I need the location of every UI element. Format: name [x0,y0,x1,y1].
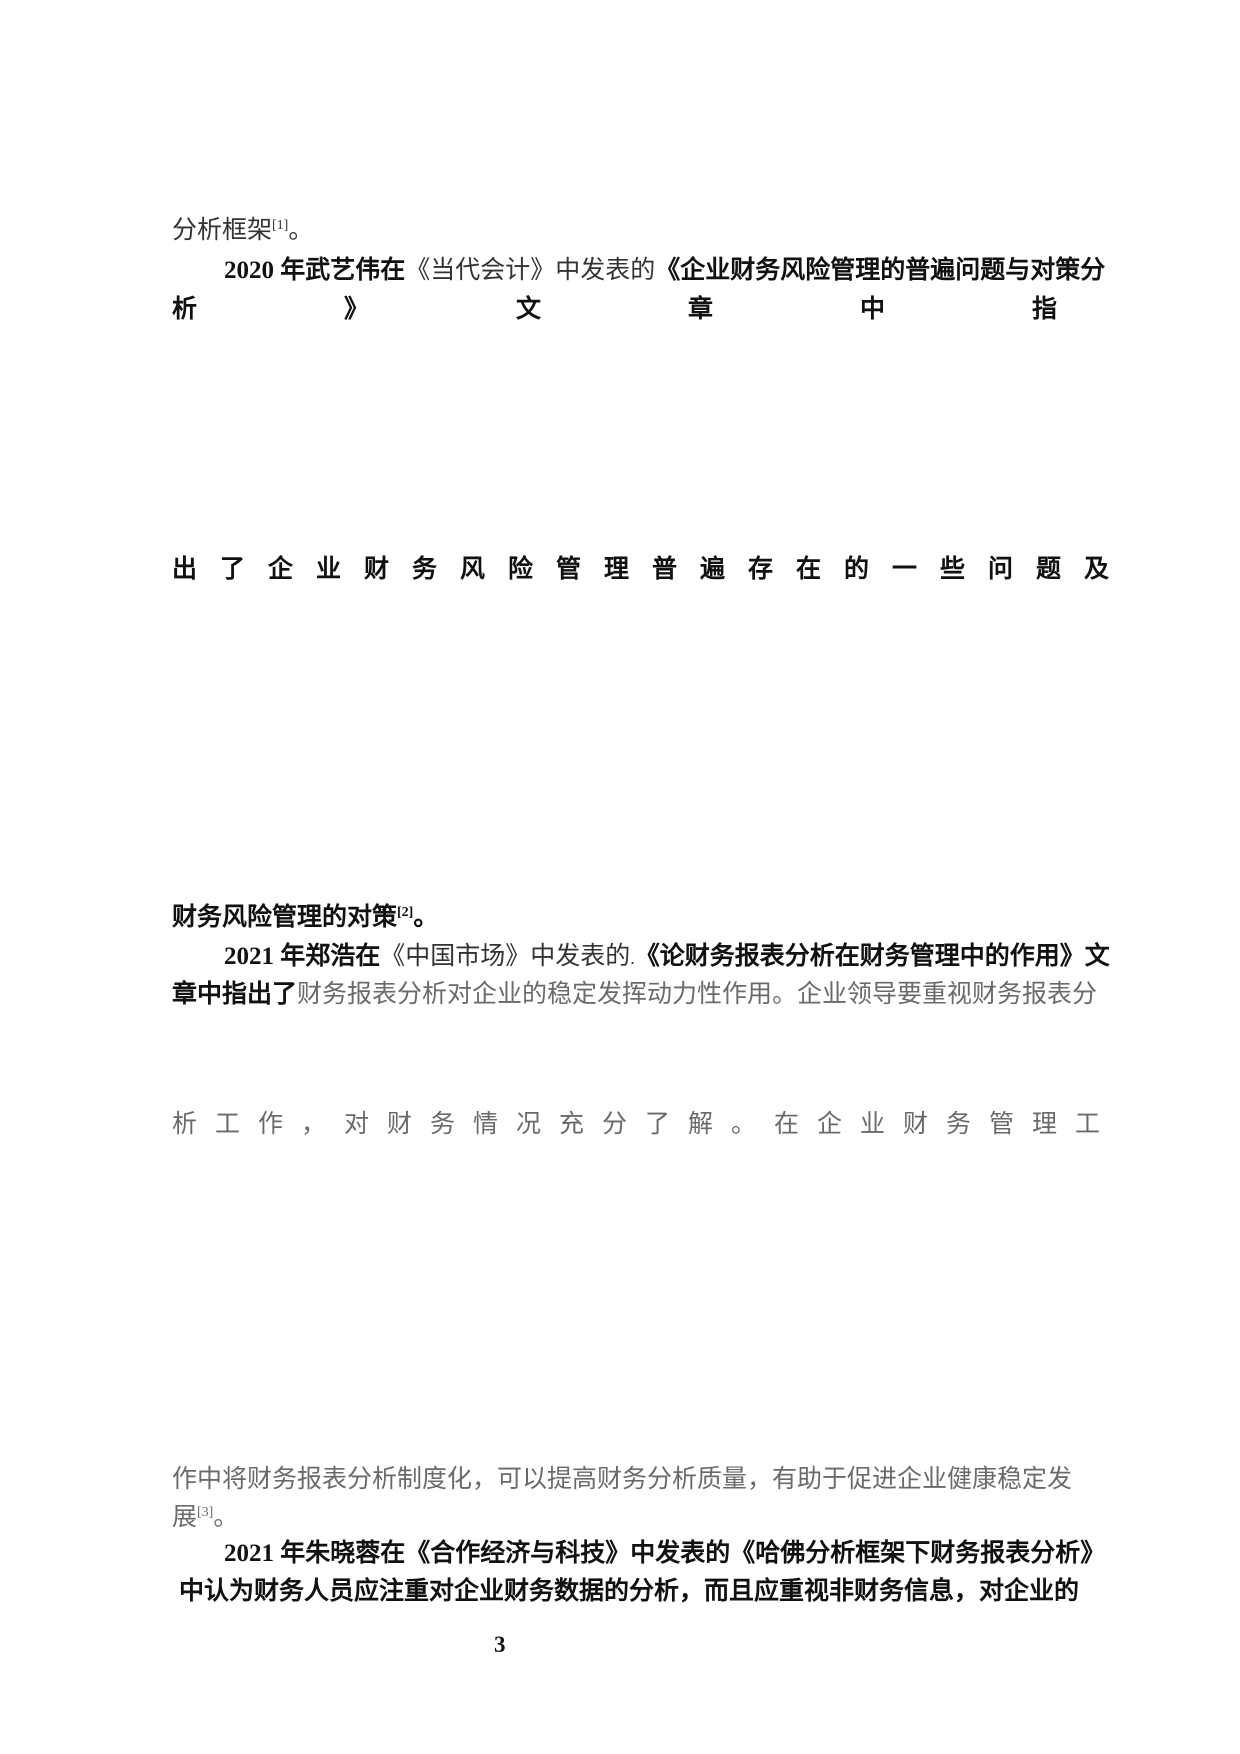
article-title-bold: 《论财务报表分析在财务管理中的作用》文 [634,943,1110,970]
paragraph-line-8: 析工作，对财务情况充分了解。在企业财务管理工 [172,1110,1100,1140]
paragraph-line-1: 分析框架[1]。 [172,216,1086,246]
body-text-muted: 展 [172,1504,198,1531]
page-number: 3 [494,1632,506,1657]
body-text-muted: 析工作，对财务情况充分了解。在企业财务管理工 [172,1111,1119,1138]
footnote-ref-3: [3] [197,1505,214,1520]
paragraph-line-2: 2020 年武艺伟在《当代会计》中发表的《企业财务风险管理的普遍问题与对策分 [172,256,1138,286]
body-text-bold: 2021 年朱晓蓉在《合作经济与科技》中发表的《哈佛分析框架下财务报表分析》 [224,1540,1106,1567]
paragraph-line-10: 展[3]。 [172,1503,1086,1533]
article-title-bold: 《企业财务风险管理的普遍问题与对策分 [655,257,1106,284]
body-text-bold: 。 [413,904,439,931]
footnote-ref-2: [2] [397,905,414,920]
body-text: 分析框架 [172,217,273,244]
body-text-muted: 财务报表分析对企业的稳定发挥动力性作用。企业领导要重视财务报表分 [297,981,1098,1008]
body-text-muted: 作中将财务报表分析制度化，可以提高财务分析质量，有助于促进企业健康稳定发 [172,1466,1073,1493]
body-text-bold: 章中指出了 [172,981,298,1008]
paragraph-line-5: 财务风险管理的对策[2]。 [172,903,1086,933]
paragraph-line-9: 作中将财务报表分析制度化，可以提高财务分析质量，有助于促进企业健康稳定发 [172,1465,1086,1495]
paragraph-line-11: 2021 年朱晓蓉在《合作经济与科技》中发表的《哈佛分析框架下财务报表分析》 [172,1539,1105,1569]
body-text: 《当代会计》中发表的 [405,257,656,284]
paragraph-line-6: 2021 年郑浩在《中国市场》中发表的.《论财务报表分析在财务管理中的作用》文 [172,942,1138,973]
body-text-bold: 析》文章中指 [172,296,1205,323]
paragraph-line-7: 章中指出了财务报表分析对企业的稳定发挥动力性作用。企业领导要重视财务报表分 [172,980,1097,1010]
body-text: 《中国市场》中发表的 [380,943,631,970]
body-text-bold: 2020 年武艺伟在 [224,257,406,284]
paragraph-line-3: 析》文章中指 [172,295,1086,325]
stray-period: . [630,948,635,968]
body-text: 。 [288,217,314,244]
paragraph-line-4: 出了企业财务风险管理普遍存在的一些问题及 [172,555,1109,585]
body-text-bold: 财务风险管理的对策 [172,904,398,931]
footnote-ref-1: [1] [272,218,289,233]
body-text-muted: 。 [213,1504,239,1531]
body-text-bold: 2021 年郑浩在 [224,943,381,970]
body-text-bold: 出了企业财务风险管理普遍存在的一些问题及 [172,556,1133,583]
body-text-bold: 中认为财务人员应注重对企业财务数据的分析，而且应重视非财务信息，对企业的 [178,1578,1079,1605]
paragraph-line-12: 中认为财务人员应注重对企业财务数据的分析，而且应重视非财务信息，对企业的 [172,1577,1086,1607]
